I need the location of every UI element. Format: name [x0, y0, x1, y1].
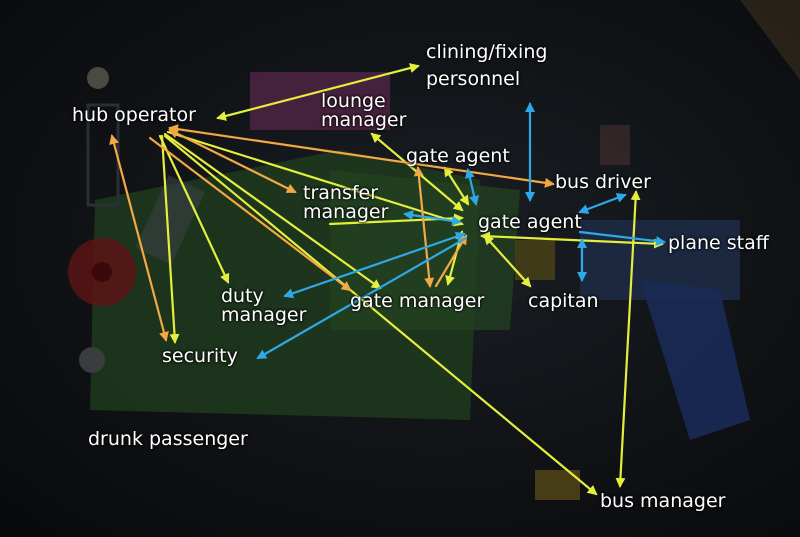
node-duty-manager-line1: duty — [221, 285, 264, 307]
node-lounge-manager-line1: lounge — [321, 90, 386, 112]
arrow-hub-busdriver — [168, 124, 555, 188]
corner-light — [740, 0, 800, 80]
node-drunk-passenger: drunk passenger — [88, 428, 248, 450]
arrow-topgateagent-gateagent-blue — [464, 168, 480, 206]
arrow-gatemanager-gateagent-orange — [434, 234, 468, 288]
arrow-hub-clining — [216, 63, 420, 121]
arrow-transfer-gateagent-blue — [403, 210, 462, 226]
node-bus-manager: bus manager — [600, 490, 726, 512]
arrow-lounge-gatemanager — [413, 166, 435, 288]
blue-runway — [640, 280, 750, 440]
node-clining-fixing-line1: clining/fixing — [426, 41, 548, 63]
arrow-busdriver-busmanager — [615, 190, 641, 488]
node-transfer-manager-line1: transfer — [303, 182, 379, 204]
arrow-gateagent-planestaff — [480, 231, 664, 249]
arrow-hub-busmanager — [163, 134, 598, 496]
node-clining-fixing-line2: personnel — [426, 68, 521, 90]
arrow-gateagent-security — [256, 236, 468, 360]
node-transfer-manager-line2: manager — [303, 201, 389, 223]
arrow-gateagent-duty — [283, 231, 466, 299]
node-capitan: capitan — [528, 290, 599, 312]
arrow-hub-security — [160, 134, 180, 344]
grey-block — [600, 125, 630, 165]
arrow-gateagent-capitan — [483, 234, 532, 288]
node-hub-operator: hub operator — [72, 104, 196, 126]
minifig-head-bottom — [79, 347, 105, 373]
arrow-busdriver-gateagent — [578, 193, 627, 214]
node-duty-manager-line2: manager — [221, 304, 307, 326]
node-bus-driver: bus driver — [555, 171, 651, 193]
arrow-hub-security-orange — [109, 134, 169, 342]
node-security: security — [162, 345, 238, 367]
node-gate-manager: gate manager — [350, 290, 485, 312]
node-gate-agent-top: gate agent — [406, 145, 510, 167]
red-gear-hub — [92, 262, 112, 282]
arrow-gateagent-planestaff-blue — [578, 230, 666, 247]
node-plane-staff: plane staff — [668, 232, 769, 254]
node-gate-agent-center: gate agent — [478, 211, 582, 233]
minifig-head-top — [87, 67, 109, 89]
node-lounge-manager-line2: manager — [321, 109, 407, 131]
